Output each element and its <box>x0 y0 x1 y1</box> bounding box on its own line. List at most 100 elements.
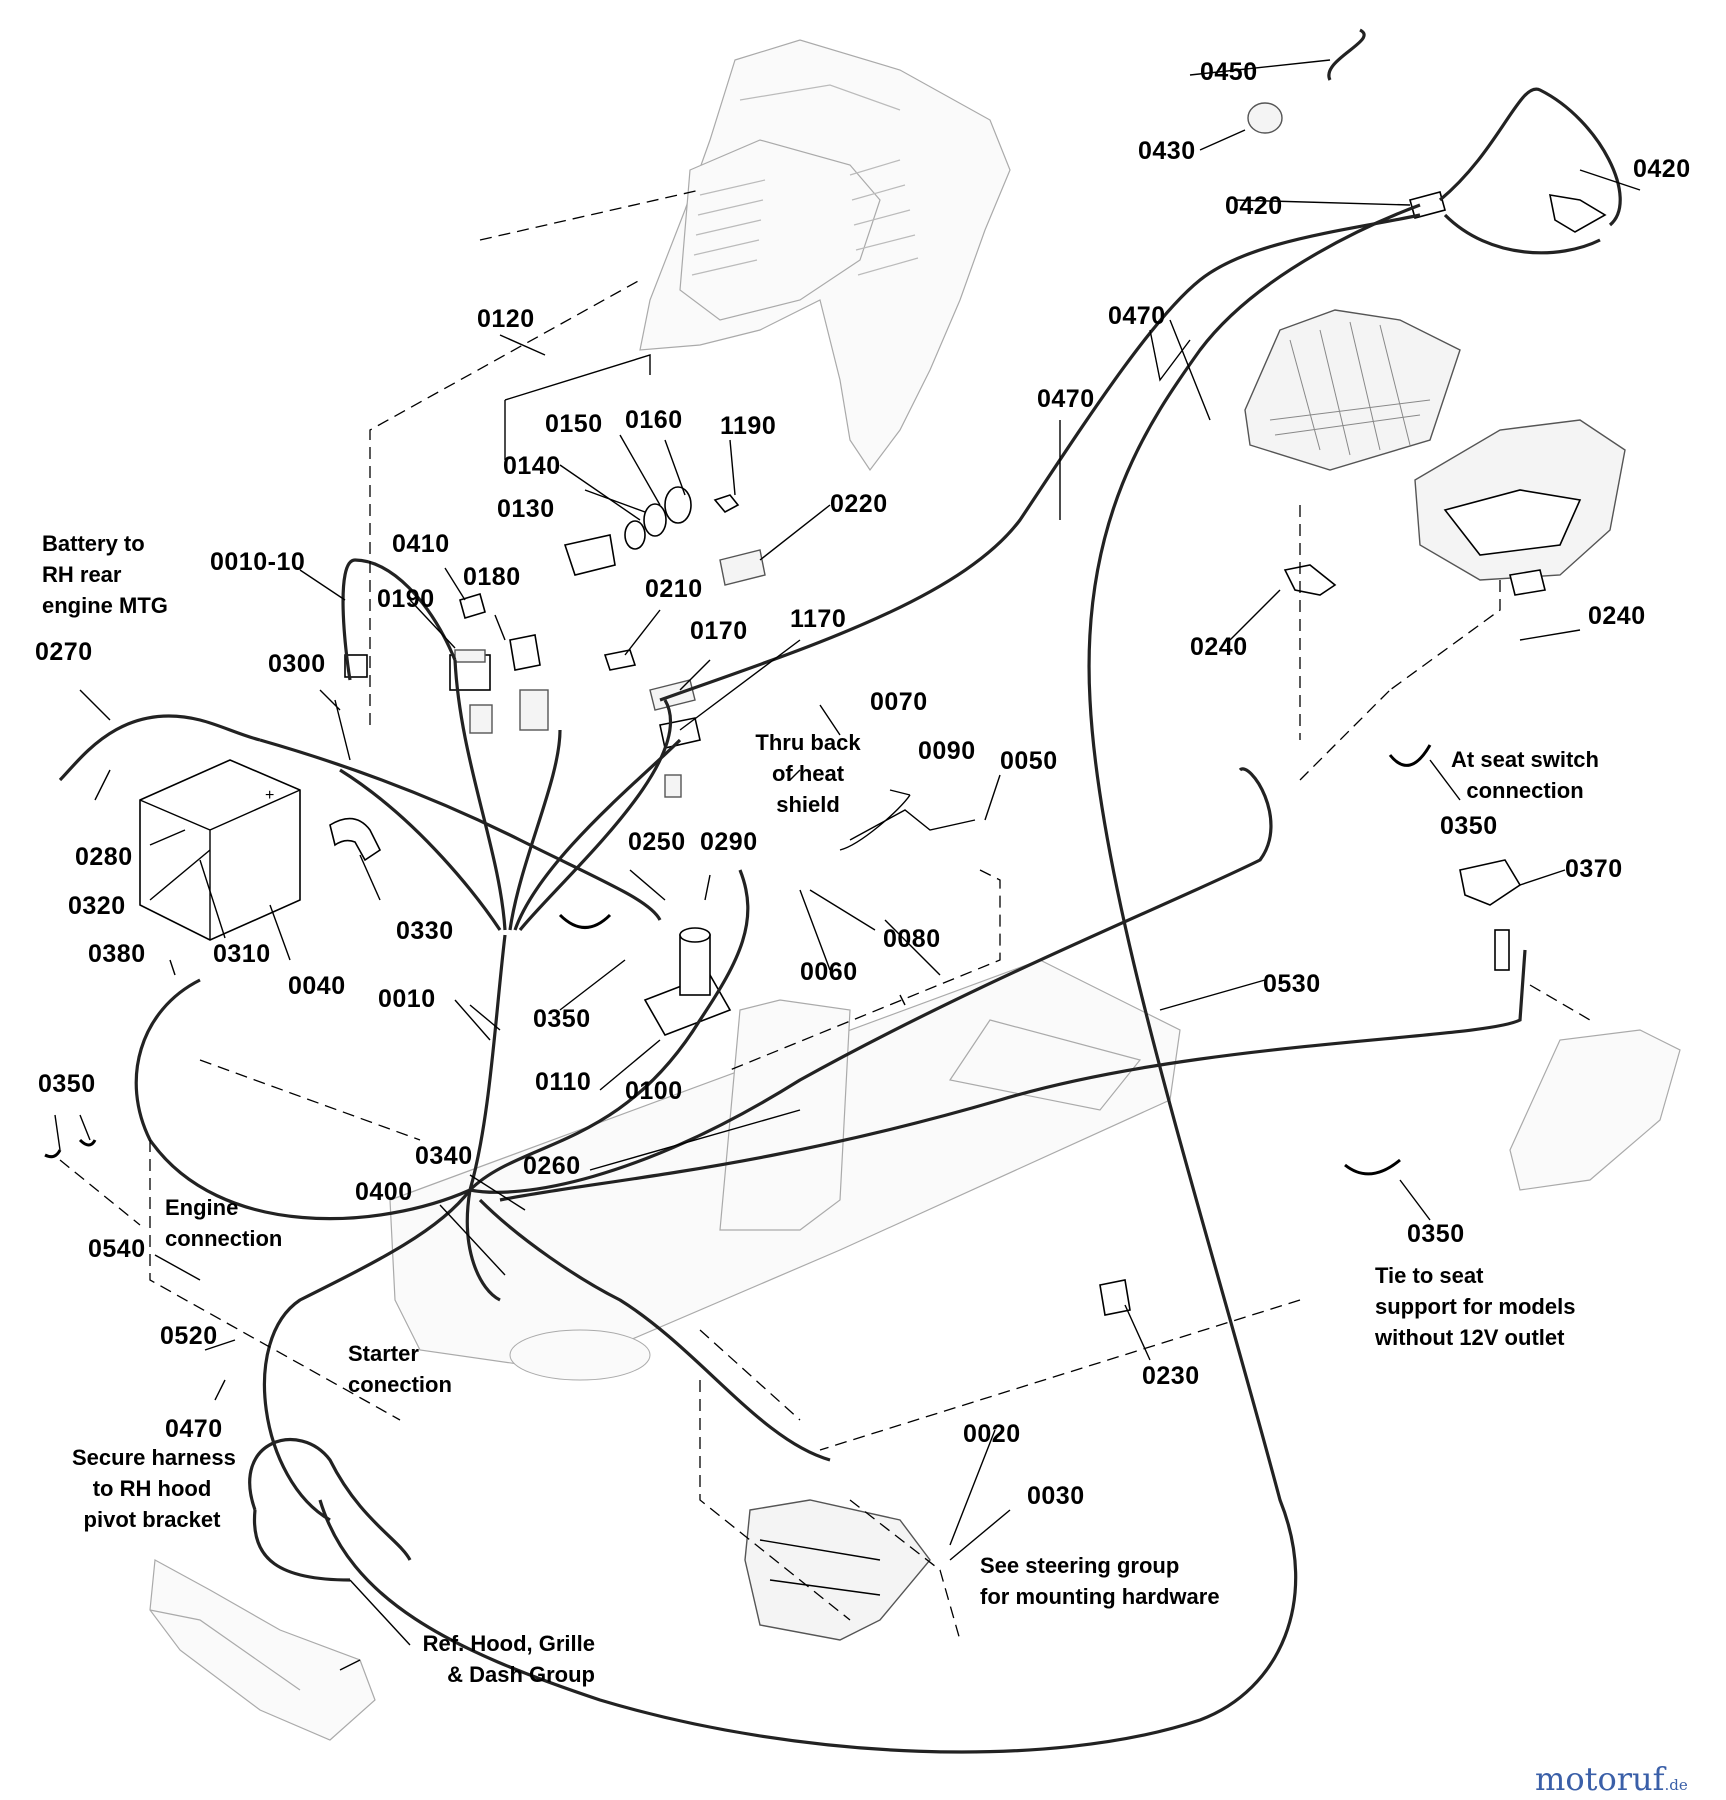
leader-lines <box>54 59 1641 1671</box>
note-hood-line2: & Dash Group <box>447 1662 595 1687</box>
note-tie-line1: Tie to seat <box>1375 1263 1484 1288</box>
hood-drawing <box>149 1559 376 1741</box>
callout-1170: 1170 <box>790 605 847 633</box>
callout-1190: 1190 <box>720 412 777 440</box>
seat-drawings <box>1244 309 1626 581</box>
callout-0030: 0030 <box>1027 1482 1085 1510</box>
note-tie-line2: support for models <box>1375 1294 1576 1319</box>
callout-0370: 0370 <box>1565 855 1623 883</box>
note-heat-shield-line1: Thru back <box>755 730 861 755</box>
callout-0080: 0080 <box>883 925 941 953</box>
note-hood: Ref. Hood, Grille & Dash Group <box>410 1628 595 1690</box>
wire-harness <box>134 28 1622 1754</box>
callout-0150: 0150 <box>545 410 603 438</box>
note-starter-line1: Starter <box>348 1341 419 1366</box>
note-seat-switch: At seat switch connection <box>1445 744 1605 806</box>
watermark-suffix: .de <box>1664 1776 1688 1794</box>
note-hood-line1: Ref. Hood, Grille <box>422 1631 595 1656</box>
note-starter-line2: conection <box>348 1372 452 1397</box>
callout-0120: 0120 <box>477 305 535 333</box>
watermark-main: motoruf <box>1535 1760 1665 1798</box>
callout-0260: 0260 <box>523 1152 581 1180</box>
note-tie-seat: Tie to seat support for models without 1… <box>1375 1260 1575 1353</box>
callout-0070: 0070 <box>870 688 928 716</box>
callout-0160: 0160 <box>625 406 683 434</box>
battery-drawing: + <box>139 759 301 941</box>
callout-0540: 0540 <box>88 1235 146 1263</box>
note-heat-shield-line2: of heat <box>771 761 845 786</box>
note-steering-line2: for mounting hardware <box>980 1584 1220 1609</box>
callout-0520: 0520 <box>160 1322 218 1350</box>
callout-0010: 0010 <box>378 985 436 1013</box>
callout-0270: 0270 <box>35 638 93 666</box>
callout-0170: 0170 <box>690 617 748 645</box>
callout-0110: 0110 <box>535 1068 592 1096</box>
callout-0240-right: 0240 <box>1588 602 1646 630</box>
note-seat-switch-line2: connection <box>1466 778 1584 803</box>
callout-0350-left: 0350 <box>38 1070 96 1098</box>
callout-0130: 0130 <box>497 495 555 523</box>
callout-0090: 0090 <box>918 737 976 765</box>
callout-0060: 0060 <box>800 958 858 986</box>
note-secure-line2: to RH hood <box>92 1476 212 1501</box>
callout-0300: 0300 <box>268 650 326 678</box>
callout-0430: 0430 <box>1138 137 1196 165</box>
assembly-lines <box>59 189 1591 1641</box>
note-steering-line1: See steering group <box>980 1553 1180 1578</box>
callout-0290: 0290 <box>700 828 758 856</box>
note-engine: Engine connection <box>165 1192 282 1254</box>
ignition-switch-drawing <box>563 486 740 576</box>
callout-0400: 0400 <box>355 1178 413 1206</box>
note-engine-line1: Engine <box>165 1195 239 1220</box>
hood-harness <box>248 1438 412 1582</box>
svg-text:+: + <box>265 787 274 804</box>
callout-0340: 0340 <box>415 1142 473 1170</box>
note-battery-line1: Battery to <box>42 531 145 556</box>
callout-0450: 0450 <box>1200 58 1258 86</box>
note-battery-line3: engine MTG <box>42 593 168 618</box>
callout-0470-bottom: 0470 <box>165 1415 223 1443</box>
callout-0230: 0230 <box>1142 1362 1200 1390</box>
watermark: motoruf.de <box>1535 1760 1688 1798</box>
callout-0350-mid: 0350 <box>533 1005 591 1033</box>
steering-bracket-drawing <box>744 1499 931 1641</box>
boot-drawing <box>329 817 382 862</box>
callout-0410: 0410 <box>392 530 450 558</box>
callout-0420-left: 0420 <box>1225 192 1283 220</box>
outlet-panel-drawing <box>1509 1029 1681 1191</box>
callout-0470-top: 0470 <box>1108 302 1166 330</box>
note-tie-line3: without 12V outlet <box>1375 1325 1565 1350</box>
callout-0380: 0380 <box>88 940 146 968</box>
dash-panel-drawing <box>639 39 1011 472</box>
callout-0210: 0210 <box>645 575 703 603</box>
note-steering: See steering group for mounting hardware <box>980 1550 1220 1612</box>
note-secure-line3: pivot bracket <box>83 1507 221 1532</box>
callout-0040: 0040 <box>288 972 346 1000</box>
callout-0350-seat: 0350 <box>1440 812 1498 840</box>
note-battery: Battery to RH rear engine MTG <box>42 528 168 621</box>
callout-0350-right: 0350 <box>1407 1220 1465 1248</box>
callout-0180: 0180 <box>463 563 521 591</box>
note-starter: Starter conection <box>348 1338 452 1400</box>
frame-drawing <box>389 959 1181 1381</box>
callout-0420-right: 0420 <box>1633 155 1691 183</box>
throttle-rod <box>839 794 976 851</box>
callout-0010-10: 0010-10 <box>210 548 306 576</box>
callout-0530: 0530 <box>1263 970 1321 998</box>
note-heat-shield: Thru back of heat shield <box>748 727 868 820</box>
note-seat-switch-line1: At seat switch <box>1451 747 1599 772</box>
callout-0320: 0320 <box>68 892 126 920</box>
callout-0310: 0310 <box>213 940 271 968</box>
callout-0250: 0250 <box>628 828 686 856</box>
callout-0470-mid: 0470 <box>1037 385 1095 413</box>
callout-0100: 0100 <box>625 1077 683 1105</box>
callout-0220: 0220 <box>830 490 888 518</box>
callout-0240-left: 0240 <box>1190 633 1248 661</box>
battery-cables <box>58 714 662 921</box>
tie-wraps <box>44 744 1432 1176</box>
note-heat-shield-line3: shield <box>776 792 840 817</box>
callout-0330: 0330 <box>396 917 454 945</box>
note-battery-line2: RH rear <box>42 562 122 587</box>
note-engine-line2: connection <box>165 1226 283 1251</box>
